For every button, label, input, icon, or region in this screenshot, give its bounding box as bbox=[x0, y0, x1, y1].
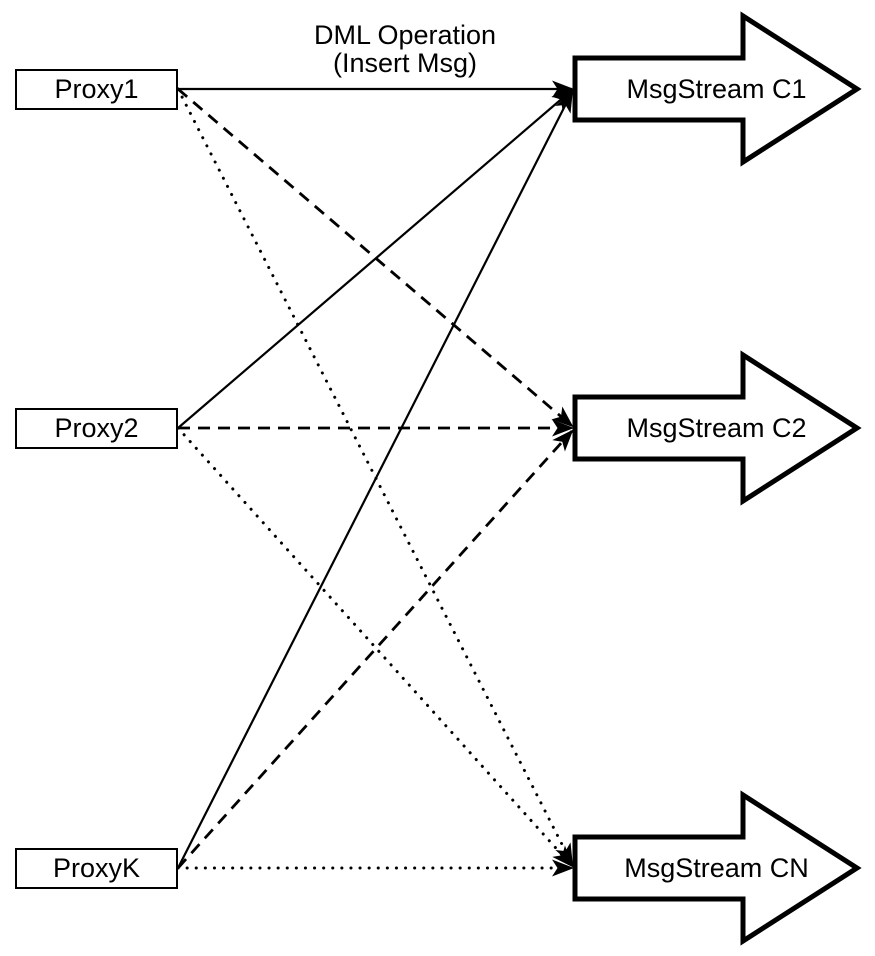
node-proxy2-label: Proxy2 bbox=[54, 413, 139, 443]
node-proxy1: Proxy1 bbox=[15, 69, 178, 110]
node-proxy2: Proxy2 bbox=[15, 408, 178, 449]
edge-proxy2-to-cn bbox=[176, 426, 574, 868]
msgstream-cn-arrow-shape bbox=[572, 790, 862, 946]
diagram-title-line2: (Insert Msg) bbox=[332, 48, 478, 78]
node-proxyk-label: ProxyK bbox=[52, 853, 141, 883]
edge-proxyk-to-c1 bbox=[177, 90, 573, 869]
msgstream-c1-arrow-shape bbox=[572, 11, 862, 167]
msgstream-c2-arrow-shape bbox=[572, 350, 862, 506]
node-proxy1-label: Proxy1 bbox=[54, 74, 139, 104]
edge-proxy1-to-cn bbox=[176, 87, 574, 866]
edge-proxy1-to-c2 bbox=[177, 87, 574, 428]
edge-proxyk-to-c2 bbox=[176, 429, 574, 869]
diagram-title: DML Operation (Insert Msg) bbox=[255, 21, 555, 77]
diagram-title-line1: DML Operation bbox=[313, 20, 497, 50]
node-proxyk: ProxyK bbox=[15, 848, 178, 889]
